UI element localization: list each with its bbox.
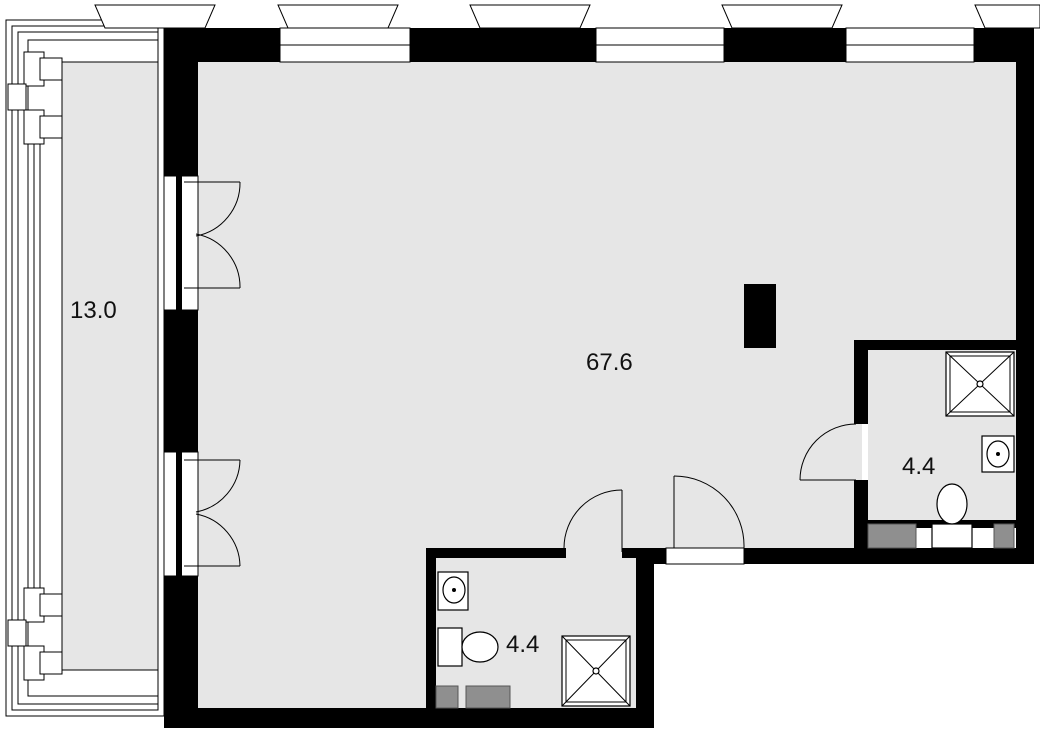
sink-right (981, 435, 1015, 473)
shower-left (561, 635, 631, 707)
sink-left (437, 571, 469, 611)
toilet-right (931, 483, 973, 549)
main-room-floor (196, 62, 1022, 708)
top-windows (279, 27, 975, 63)
balcony-doors (163, 175, 241, 577)
bathroom-right: 4.4 (799, 340, 1034, 564)
balcony-posts (7, 51, 63, 681)
column (744, 284, 776, 348)
main-room-area-label: 67.6 (586, 349, 633, 376)
balcony-area-label: 13.0 (70, 297, 117, 324)
bathroom-left-area-label: 4.4 (506, 631, 539, 658)
bathroom-right-area-label: 4.4 (902, 453, 935, 480)
window-sills (94, 4, 1040, 29)
duct-right-1 (867, 523, 917, 549)
balcony-floor (61, 61, 159, 671)
balcony: 13.0 (5, 19, 165, 717)
duct-left-1 (435, 685, 459, 709)
duct-right-2 (993, 523, 1015, 549)
shower-right (945, 351, 1015, 417)
entrance-door (665, 475, 745, 565)
bathroom-left: 4.4 (426, 489, 636, 709)
toilet-left (437, 627, 499, 667)
duct-left-2 (465, 685, 511, 709)
